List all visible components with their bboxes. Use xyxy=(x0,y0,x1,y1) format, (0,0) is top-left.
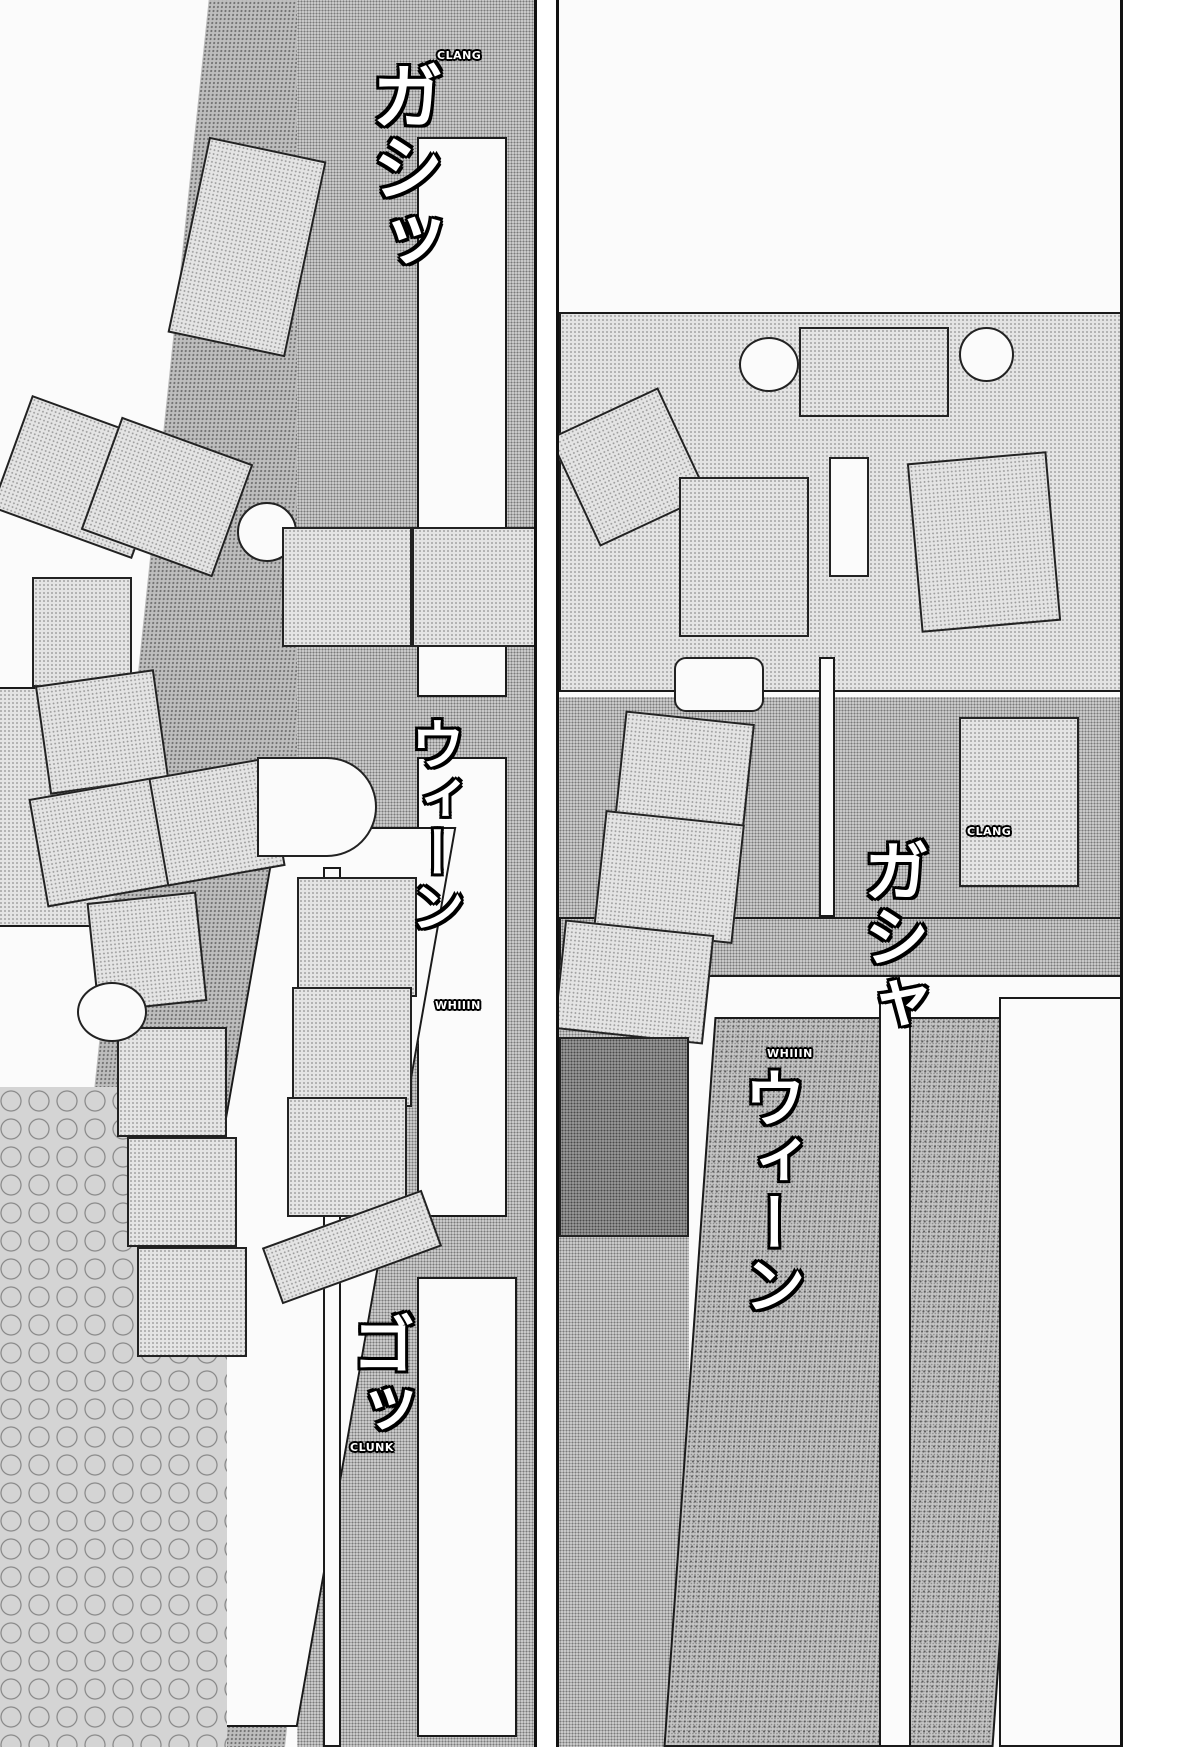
sfx-clang: CLANG xyxy=(967,825,1012,838)
robot-torso-box xyxy=(32,577,132,687)
robot-arm-box xyxy=(292,987,412,1107)
robot-arm-box xyxy=(287,1097,407,1217)
robot-arm-box xyxy=(559,919,715,1045)
sfx-jp-clang: ガシャ xyxy=(852,837,930,1035)
sfx-clang: CLANG xyxy=(437,49,482,62)
window xyxy=(417,1277,517,1737)
robot-joint xyxy=(959,327,1014,382)
robot-knee-cylinder xyxy=(77,982,147,1042)
drainpipe xyxy=(879,997,911,1747)
window-frame xyxy=(999,997,1120,1747)
robot-arm-cylinder xyxy=(674,657,764,712)
robot-arm-box xyxy=(297,877,417,997)
sfx-whiiin: WHIIIN xyxy=(767,1047,813,1060)
robot-foot-box xyxy=(137,1247,247,1357)
robot-head-box xyxy=(799,327,949,417)
panel-left: CLANG ガシッ ウィーン WHIIIN ゴッ CLUNK xyxy=(0,0,537,1747)
drainpipe-upper xyxy=(819,657,835,917)
robot-chest-box xyxy=(412,527,534,647)
robot-chest-box xyxy=(282,527,412,647)
robot-joint xyxy=(739,337,799,392)
sfx-whiiin: WHIIIN xyxy=(435,999,481,1012)
robot-leg-box xyxy=(959,717,1079,887)
robot-dome xyxy=(257,757,377,857)
robot-torso-box xyxy=(679,477,809,637)
sfx-jp-clang: ガシッ xyxy=(359,59,444,275)
sfx-jp-whiiin: ウィーン xyxy=(732,1067,806,1315)
robot-torso-box xyxy=(34,669,170,795)
robot-leg-box xyxy=(127,1137,237,1247)
robot-leg-box xyxy=(117,1027,227,1137)
robot-hand-box xyxy=(559,1037,689,1237)
sfx-jp-clunk: ゴッ xyxy=(340,1312,415,1440)
sfx-jp-whiiin: ウィーン xyxy=(401,717,465,933)
panel-right: CLANG ガシャ WHIIIN ウィーン xyxy=(556,0,1123,1747)
robot-neck xyxy=(829,457,869,577)
concrete-ledge xyxy=(663,1017,1045,1747)
robot-leg-box xyxy=(906,451,1062,633)
sfx-clunk: CLUNK xyxy=(350,1441,394,1454)
